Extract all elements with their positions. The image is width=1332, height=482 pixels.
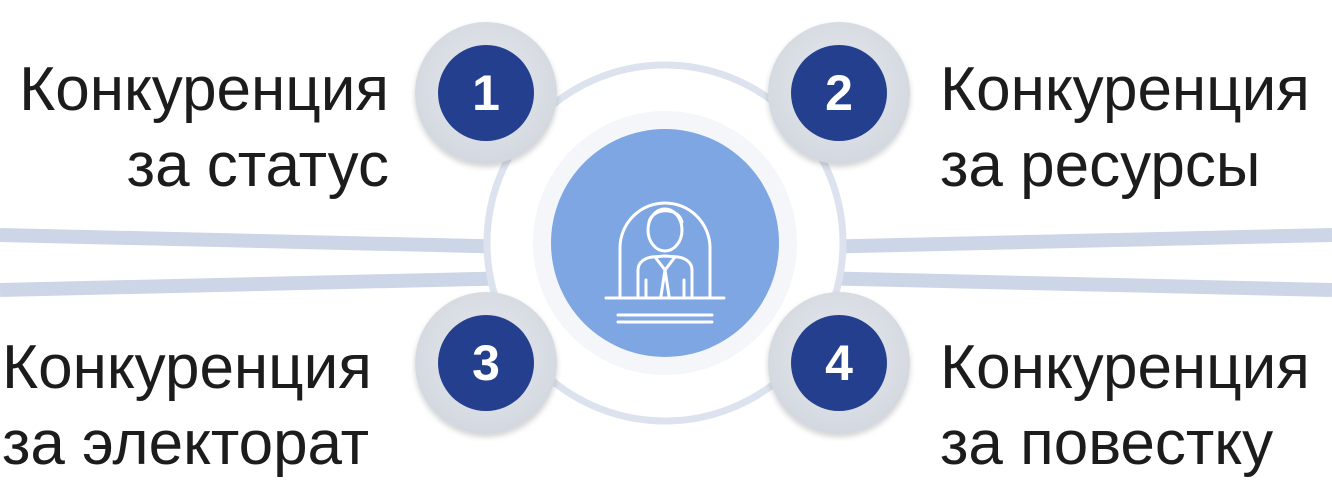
item-label-line: за повестку [940, 409, 1274, 478]
center-disc [551, 129, 779, 357]
item-label-line: Конкуренция [940, 333, 1310, 402]
badge-1: 1 [415, 22, 557, 164]
badge-number: 1 [438, 45, 534, 141]
item-label-line: Конкуренция [2, 333, 372, 402]
item-label-line: за электорат [2, 409, 370, 478]
badge-2: 2 [768, 22, 910, 164]
item-label-3: Конкуренция за электорат [2, 330, 372, 482]
badge-number: 2 [791, 45, 887, 141]
badge-4: 4 [768, 292, 910, 434]
badge-3: 3 [415, 292, 557, 434]
person-in-dome-icon [604, 201, 726, 324]
item-label-line: за статус [126, 131, 389, 200]
item-label-line: Конкуренция [19, 55, 389, 124]
right-band-upper [811, 228, 1332, 254]
badge-number: 3 [438, 315, 534, 411]
badge-number: 4 [791, 315, 887, 411]
left-band-lower [0, 271, 521, 297]
item-label-line: Конкуренция [940, 55, 1310, 124]
item-label-2: Конкуренция за ресурсы [940, 52, 1310, 204]
item-label-1: Конкуренция за статус [19, 52, 389, 204]
right-band-lower [811, 271, 1332, 297]
left-band-upper [0, 228, 521, 254]
item-label-line: за ресурсы [940, 131, 1261, 200]
item-label-4: Конкуренция за повестку [940, 330, 1310, 482]
